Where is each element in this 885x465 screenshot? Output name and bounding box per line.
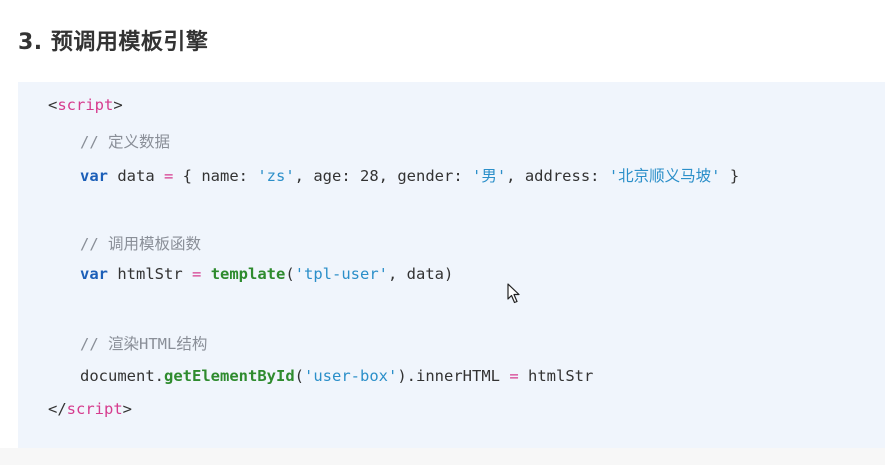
- bottom-margin: [0, 448, 885, 465]
- keyword-var: var: [80, 167, 108, 185]
- tag-end-open-bracket: </: [48, 400, 67, 418]
- script-tag-name: script: [57, 96, 114, 114]
- paren-open: (: [294, 367, 304, 385]
- address-key: , address:: [506, 167, 609, 185]
- code-line-template-call: var htmlStr = template('tpl-user', data): [80, 265, 453, 283]
- function-getelementbyid: getElementById: [164, 367, 295, 385]
- operator-equals: =: [164, 167, 174, 185]
- code-line-innerhtml: document.getElementById('user-box').inne…: [80, 367, 593, 385]
- code-line-script-close: </script>: [48, 400, 132, 418]
- script-tag-name: script: [66, 400, 123, 418]
- tag-close-bracket: >: [122, 400, 133, 418]
- code-line-data: var data = { name: 'zs', age: 28, gender…: [80, 164, 739, 186]
- string-name-value: 'zs': [257, 167, 295, 185]
- keyword-var: var: [80, 265, 108, 283]
- innerhtml-part: ).innerHTML: [397, 367, 510, 385]
- tag-close-bracket: >: [113, 96, 123, 114]
- object-open: { name:: [173, 167, 258, 185]
- identifier-htmlstr-ref: htmlStr: [518, 367, 594, 385]
- operator-equals: =: [192, 265, 202, 283]
- number-age-value: 28: [360, 167, 379, 185]
- tag-open-bracket: <: [48, 96, 58, 114]
- identifier-data: data: [108, 167, 164, 185]
- string-gender-value: '男': [472, 167, 507, 185]
- string-address-value: '北京顺义马坡': [608, 167, 721, 185]
- string-userbox-id: 'user-box': [304, 367, 398, 385]
- code-comment-call-template: // 调用模板函数: [80, 235, 201, 253]
- identifier-document: document.: [80, 367, 164, 385]
- paren-open: (: [285, 265, 295, 283]
- code-line-script-open: <script>: [48, 96, 123, 114]
- identifier-htmlstr: htmlStr: [108, 265, 192, 283]
- gender-key: , gender:: [378, 167, 472, 185]
- object-close: }: [720, 167, 740, 185]
- code-comment-render-html: // 渲染HTML结构: [80, 335, 208, 353]
- code-block: <script> // 定义数据 var data = { name: 'zs'…: [18, 82, 885, 448]
- args-rest: , data): [388, 265, 454, 283]
- operator-equals: =: [509, 367, 519, 385]
- code-comment-define-data: // 定义数据: [80, 133, 170, 151]
- string-tpl-id: 'tpl-user': [294, 265, 389, 283]
- age-key: , age:: [294, 167, 360, 185]
- function-template: template: [210, 265, 286, 283]
- mouse-pointer-icon: [507, 283, 520, 304]
- section-heading: 3. 预调用模板引擎: [18, 30, 209, 55]
